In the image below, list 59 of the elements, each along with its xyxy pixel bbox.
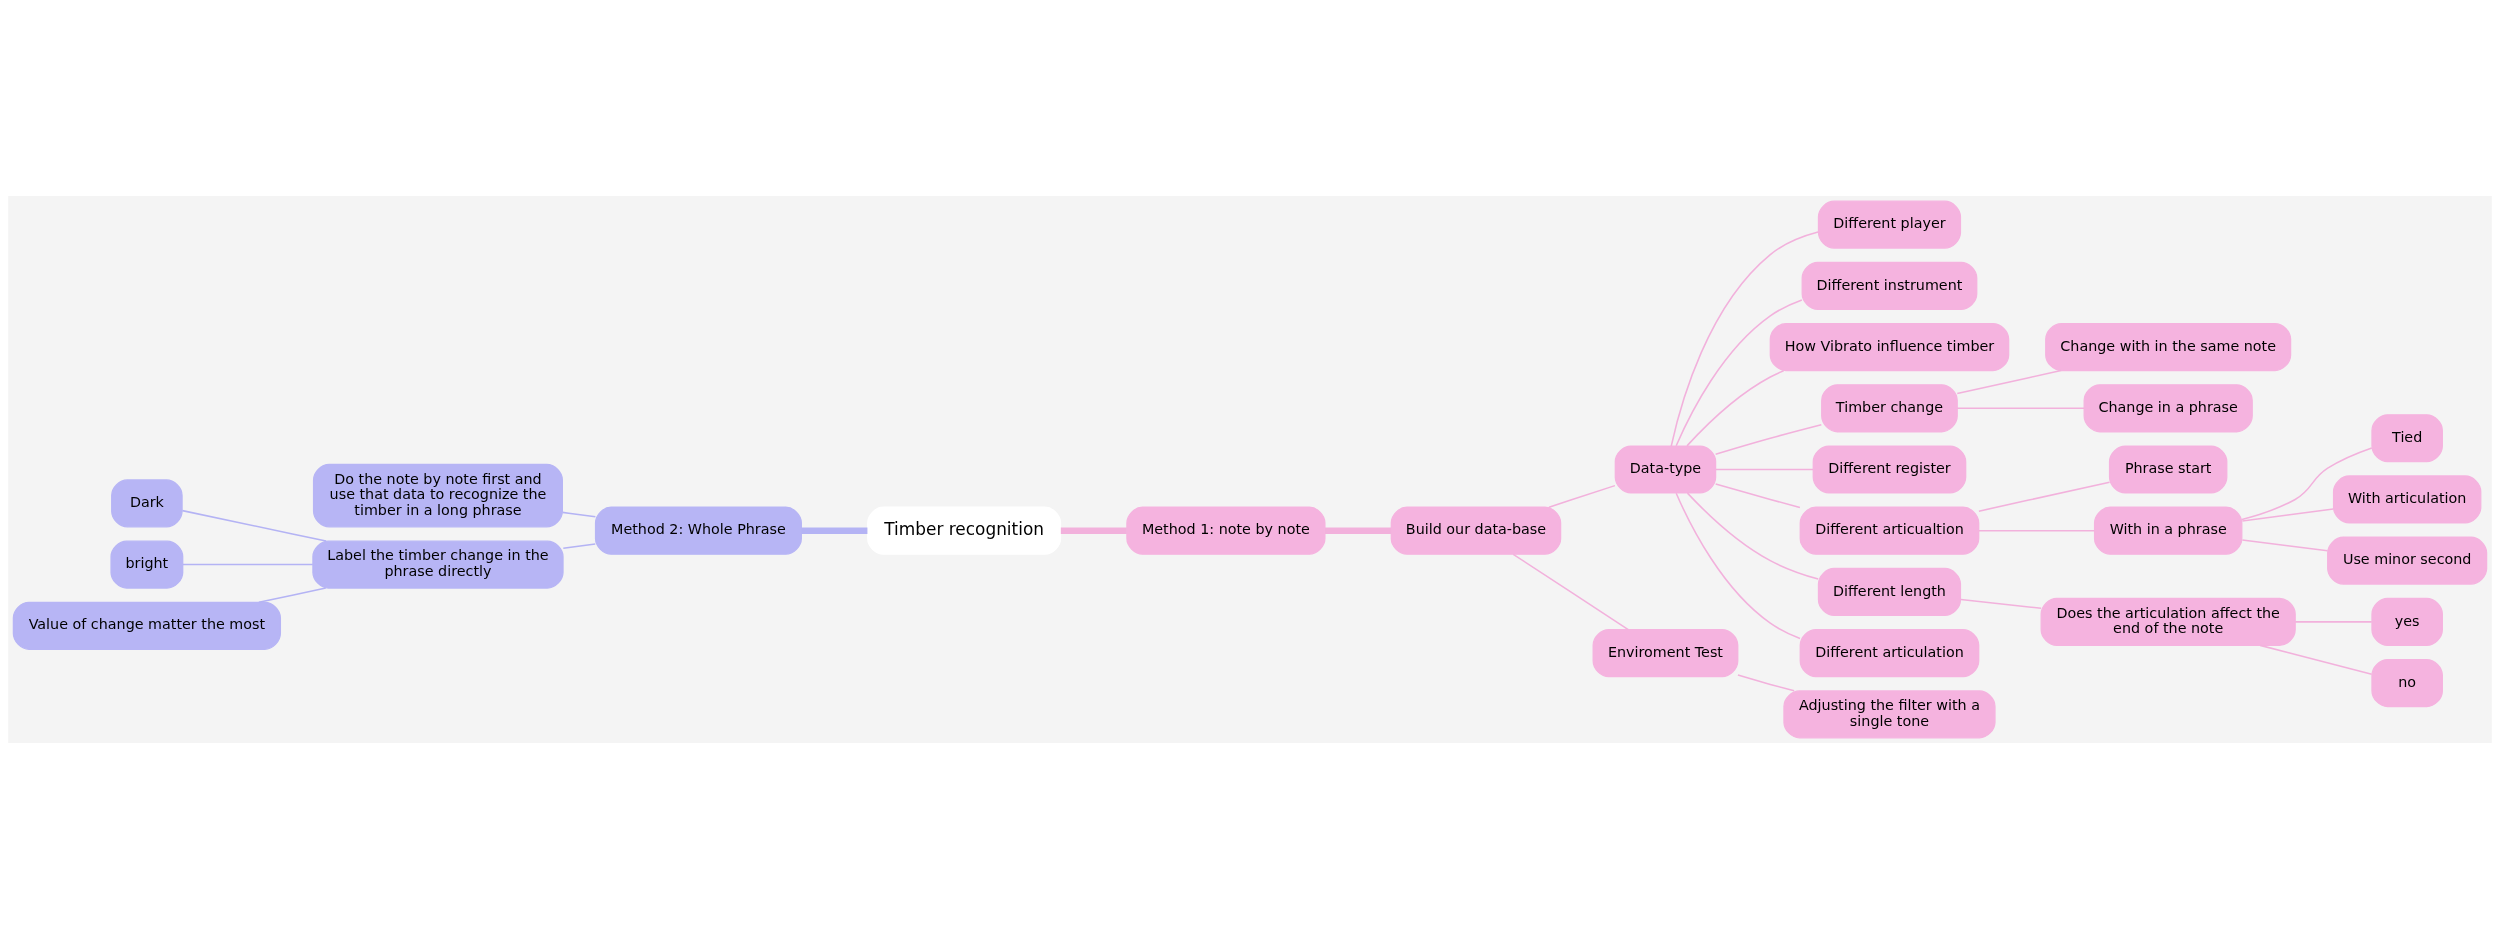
node-box: Change in a phrase (2083, 383, 2253, 432)
connector (1956, 369, 2062, 394)
connector (562, 542, 597, 549)
node-box: Label the timber change in the phrase directly (312, 540, 564, 589)
node-box: Data-type (1614, 444, 1717, 494)
node-box: Tied (2371, 413, 2443, 462)
connector (2241, 507, 2335, 522)
connector (2259, 644, 2373, 675)
connector (182, 563, 314, 565)
node-box: bright (110, 540, 184, 589)
node-box: Dark (111, 478, 183, 527)
node-box: Timber recognition (867, 506, 1062, 555)
node-box: Use minor second (2327, 536, 2488, 585)
connector (1670, 230, 1819, 447)
connector (1060, 526, 1127, 534)
node-box: Change with in the same note (2045, 322, 2292, 371)
connector (1978, 529, 2096, 531)
connector (2294, 620, 2373, 623)
connector (561, 511, 597, 518)
node-box: Method 1: note by note (1126, 506, 1326, 555)
node-box: How Vibrato influence timber (1769, 322, 2010, 371)
node-box: Different instrument (1801, 261, 1978, 310)
connector (1714, 423, 1823, 455)
node-box: Method 2: Whole Phrase (594, 506, 802, 555)
connector (1675, 298, 1803, 446)
node-box: With in a phrase (2093, 506, 2243, 555)
connector (1325, 526, 1392, 534)
connector (1686, 369, 1785, 447)
node-box: Different player (1817, 200, 1962, 249)
connector (1548, 484, 1616, 508)
connector (801, 526, 868, 534)
node-box: Different length (1817, 567, 1962, 616)
node-box: Different articulation (1799, 628, 1980, 677)
node-box: Phrase start (2108, 444, 2228, 494)
connector (1686, 491, 1819, 580)
node-box: Enviroment Test (1592, 628, 1739, 677)
connector (1978, 480, 2111, 512)
connector (1715, 468, 1814, 470)
node-box: Adjusting the filter with a single tone (1783, 689, 1996, 738)
node-box: Different register (1812, 444, 1967, 494)
connector (1675, 492, 1801, 639)
node-box: no (2371, 658, 2443, 707)
connector (1956, 407, 2085, 409)
connector (1737, 673, 1795, 692)
connector (1714, 482, 1801, 508)
connector (258, 586, 327, 603)
node-box: Do the note by note first and use that data to recognize the timber in a long phrase (312, 463, 563, 527)
connector (1512, 553, 1629, 630)
node-box: Build our data-base (1390, 506, 1562, 555)
node-box: yes (2371, 597, 2443, 646)
node-box: Value of change matter the most (12, 601, 282, 650)
connector (1960, 598, 2042, 609)
node-box: Different articualtion (1799, 506, 1980, 555)
node-box: With articulation (2332, 474, 2482, 524)
connector (2241, 538, 2329, 551)
connector (181, 509, 327, 542)
connector (2241, 446, 2373, 520)
node-box: Does the articulation affect the end of the note (2040, 597, 2296, 646)
node-box: Timber change (1821, 383, 1958, 432)
